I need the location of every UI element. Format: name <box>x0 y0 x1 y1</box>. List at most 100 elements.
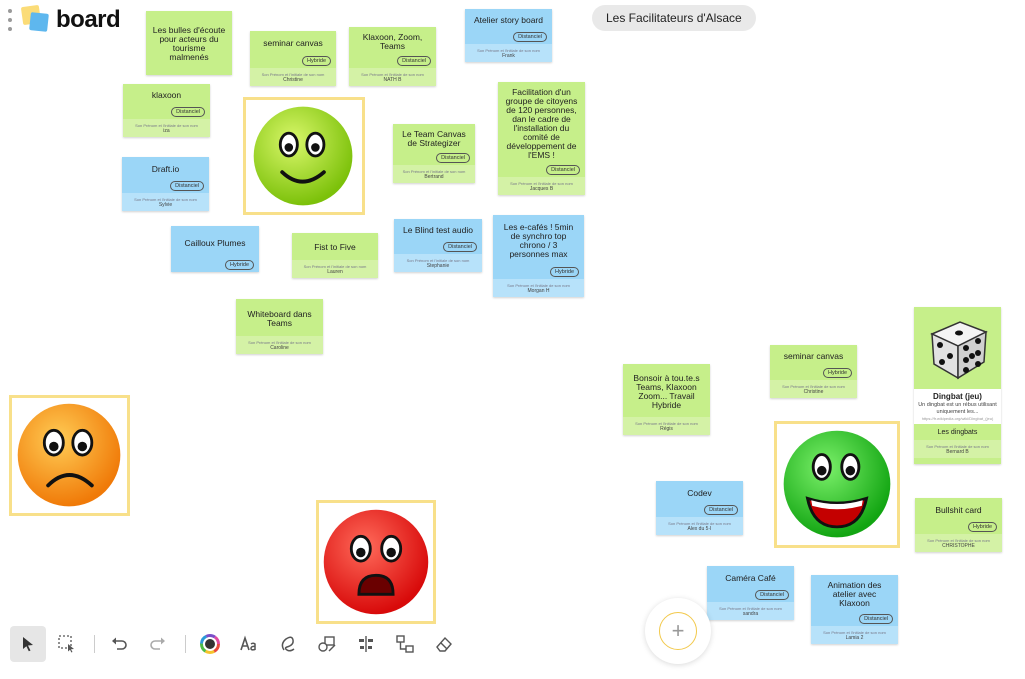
undo-button[interactable] <box>101 626 137 662</box>
undo-icon <box>112 637 127 650</box>
note-subtitle: Son Prénom et l'initiale de son nom <box>510 181 573 186</box>
laughing-green-smiley-icon <box>783 430 891 538</box>
sticky-note[interactable]: Caméra Café Distanciel Son Prénom et l'i… <box>707 566 794 620</box>
note-author: NATH B <box>383 77 402 83</box>
note-subtitle: Son Prénom et l'initiale de son nom <box>635 421 698 426</box>
pen-tool-button[interactable] <box>270 626 306 662</box>
note-title: Bullshit card <box>935 504 982 515</box>
note-author: sandra <box>742 611 759 617</box>
sticky-note[interactable]: Bullshit card Hybride Son Prénom et l'in… <box>915 498 1002 552</box>
note-title: Cailloux Plumes <box>184 237 246 248</box>
select-tool-button[interactable] <box>10 626 46 662</box>
note-author: CHRISTOPHE <box>942 543 975 549</box>
sticky-note[interactable]: seminar canvas Hybride Son Prénom et l'i… <box>250 31 336 86</box>
note-tag-badge: Distanciel <box>171 107 205 117</box>
note-title: Fist to Five <box>314 242 356 252</box>
shapes-icon <box>318 636 336 652</box>
menu-dots-icon[interactable] <box>8 9 14 31</box>
sticky-note[interactable]: seminar canvas Hybride Son Prénom et l'i… <box>770 345 857 398</box>
note-author: Sylvie <box>158 202 173 208</box>
sticky-note[interactable]: Whiteboard dans Teams Son Prénom et l'in… <box>236 299 323 354</box>
note-tag-badge: Hybride <box>823 368 852 378</box>
sticky-note[interactable]: Animation des atelier avec Klaxoon Dista… <box>811 575 898 644</box>
text-tool-button[interactable] <box>231 626 267 662</box>
link-title: Dingbat (jeu) <box>933 392 982 401</box>
note-subtitle: Son Prénom et l'initiale de son nom <box>134 197 197 202</box>
note-author: Morgan H <box>527 288 550 294</box>
note-subtitle: Son Prénom et l'initiale de son nom <box>402 169 466 174</box>
laughing-smiley-image[interactable] <box>774 421 900 548</box>
align-tool-button[interactable] <box>348 626 384 662</box>
color-wheel-icon <box>200 634 220 654</box>
lasso-select-button[interactable] <box>49 626 85 662</box>
note-tag-badge: Distanciel <box>546 165 580 175</box>
sticky-note[interactable]: Codev Distanciel Son Prénom et l'initial… <box>656 481 743 535</box>
sticky-note[interactable]: Draft.io Distanciel Son Prénom et l'init… <box>122 157 209 211</box>
sticky-note[interactable]: Atelier story board Distanciel Son Préno… <box>465 9 552 62</box>
redo-icon <box>150 637 165 650</box>
sad-smiley-image[interactable] <box>9 395 130 516</box>
connector-tool-button[interactable] <box>387 626 423 662</box>
app-logo[interactable]: board <box>8 4 121 34</box>
app-name: board <box>56 6 121 33</box>
color-picker-button[interactable] <box>192 626 228 662</box>
note-tag-badge: Distanciel <box>170 181 204 191</box>
note-author: Caroline <box>270 345 289 351</box>
sticky-note[interactable]: klaxoon Distanciel Son Prénom et l'initi… <box>123 84 210 137</box>
sticky-note[interactable]: Fist to Five Son Prénom et l'initiale de… <box>292 233 378 278</box>
note-tag-badge: Hybride <box>225 260 254 270</box>
note-title: seminar canvas <box>783 351 844 361</box>
note-title: Bonsoir à tou.te.s Teams, Klaxoon Zoom..… <box>633 372 700 410</box>
note-subtitle: Son Prénom et l'initiale de son nom <box>668 521 731 526</box>
scared-smiley-image[interactable] <box>316 500 436 624</box>
dice-icon <box>929 321 988 380</box>
link-label: Les dingbats <box>937 429 978 436</box>
note-title: Whiteboard dans Teams <box>247 308 312 328</box>
sticky-note[interactable]: Les bulles d'écoute pour acteurs du tour… <box>146 11 232 75</box>
note-subtitle: Son Prénom et l'initiale de son nom <box>135 123 198 128</box>
connector-icon <box>396 635 414 653</box>
align-icon <box>359 636 373 652</box>
note-tag-badge: Distanciel <box>755 590 789 600</box>
note-subtitle: Son Prénom et l'initiale de son nom <box>782 384 845 389</box>
note-author: Jacques B <box>529 186 554 192</box>
eraser-tool-button[interactable] <box>426 626 462 662</box>
note-author: Lamia 2 <box>845 635 864 641</box>
note-author: Christine <box>803 389 824 395</box>
link-card-dingbat[interactable]: Dingbat (jeu) Un dingbat est un rébus ut… <box>914 307 1001 464</box>
sticky-note[interactable]: Le Team Canvas de Strategizer Distanciel… <box>393 124 475 183</box>
redo-button[interactable] <box>140 626 176 662</box>
sticky-note[interactable]: Les e-cafés ! 5min de synchro top chrono… <box>493 215 584 297</box>
note-author: Lauren <box>327 269 343 275</box>
toolbar-separator <box>185 635 186 653</box>
organization-badge[interactable]: Les Facilitateurs d'Alsace <box>592 5 756 31</box>
shapes-tool-button[interactable] <box>309 626 345 662</box>
note-tag-badge: Hybride <box>968 522 997 532</box>
add-button[interactable]: + <box>645 598 711 664</box>
select-arrow-icon <box>23 637 33 652</box>
note-author: Frank <box>502 53 515 59</box>
note-tag-badge: Distanciel <box>436 153 470 163</box>
sticky-note[interactable]: Facilitation d'un groupe de citoyens de … <box>498 82 585 195</box>
note-author: Bernard B <box>946 449 969 455</box>
note-author: iza <box>163 128 170 134</box>
sticky-note[interactable]: Klaxoon, Zoom, Teams Distanciel Son Prén… <box>349 27 436 86</box>
note-title: Le Blind test audio <box>403 225 473 235</box>
note-title: Le Team Canvas de Strategizer <box>402 128 466 148</box>
note-subtitle: Son Prénom et l'initiale de son nom <box>406 258 470 263</box>
note-title: seminar canvas <box>263 38 323 48</box>
bottom-toolbar <box>10 625 465 663</box>
happy-smiley-image[interactable] <box>243 97 365 215</box>
sticky-note[interactable]: Bonsoir à tou.te.s Teams, Klaxoon Zoom..… <box>623 364 710 435</box>
lasso-select-icon <box>58 635 74 653</box>
sticky-note[interactable]: Cailloux Plumes Hybride <box>171 226 259 272</box>
note-author: Alex du 5·I <box>687 526 712 532</box>
note-title: Codev <box>687 487 712 498</box>
note-subtitle: Son Prénom et l'initiale de son nom <box>477 48 540 53</box>
note-author: Bertrand <box>424 174 444 180</box>
note-title: klaxoon <box>151 90 182 100</box>
note-subtitle: Son Prénom et l'initiale de son nom <box>248 340 311 345</box>
sticky-note[interactable]: Le Blind test audio Distanciel Son Préno… <box>394 219 482 272</box>
board-logo-icon <box>20 4 52 34</box>
